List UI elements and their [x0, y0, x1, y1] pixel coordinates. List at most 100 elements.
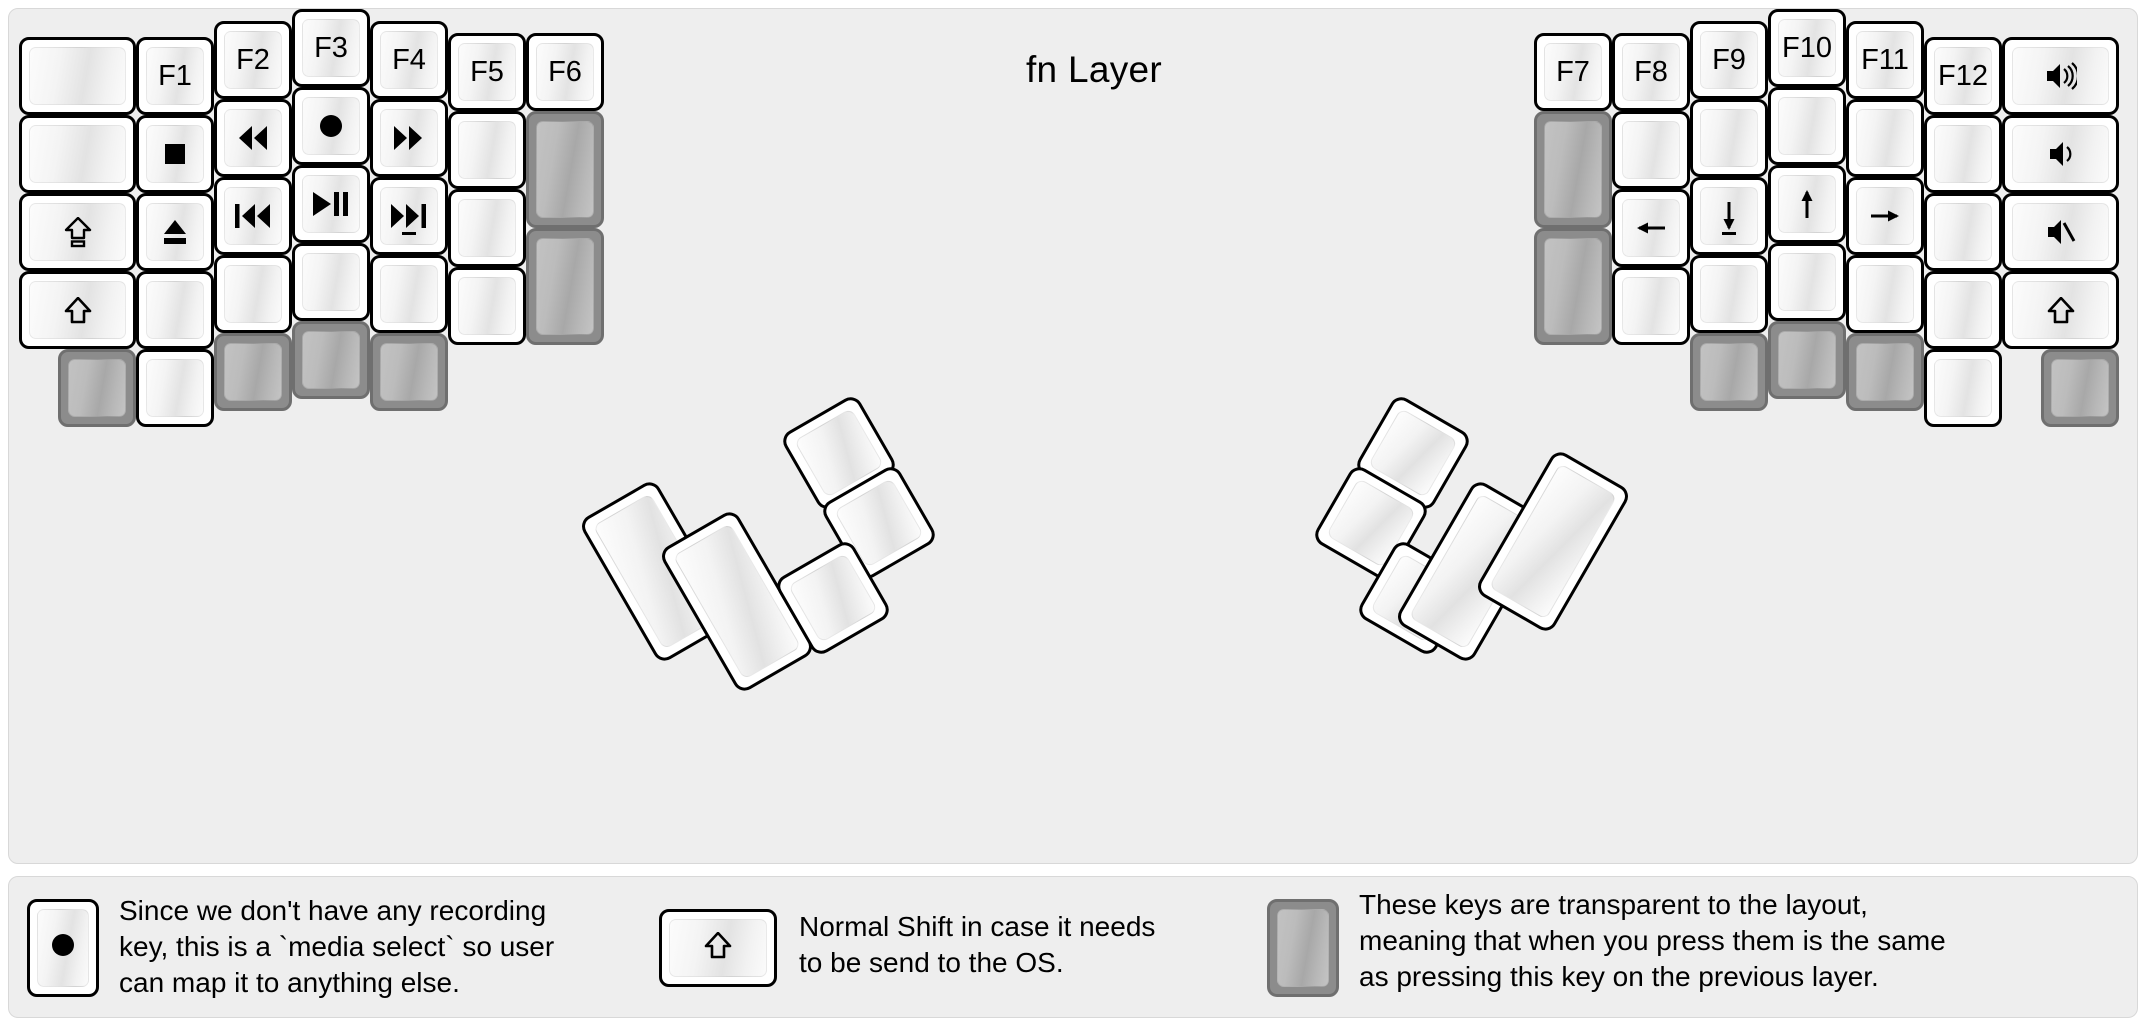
right-key-r2-c6[interactable] — [1924, 115, 2002, 193]
right-key-r4-c7-shift[interactable] — [2002, 271, 2119, 349]
left-key-r2-c1[interactable] — [19, 115, 136, 193]
right-key-r5-c7[interactable] — [2041, 349, 2119, 427]
media-previous-icon — [234, 203, 272, 229]
left-key-r1-c7-f6[interactable]: F6 — [526, 33, 604, 111]
left-key-r5-c5[interactable] — [370, 333, 448, 411]
right-key-r1-c6-f12[interactable]: F12 — [1924, 37, 2002, 115]
left-key-r2-c6[interactable] — [448, 111, 526, 189]
right-key-r2-c2[interactable] — [1612, 111, 1690, 189]
left-key-r3-c1-capslock[interactable] — [19, 193, 136, 271]
left-key-r5-c1[interactable] — [58, 349, 136, 427]
left-key-r1-c2-f1[interactable]: F1 — [136, 37, 214, 115]
right-key-r3-c5-arrow-right[interactable] — [1846, 177, 1924, 255]
right-key-r2-c7-volume-down[interactable] — [2002, 115, 2119, 193]
left-key-r1-c6-f5[interactable]: F5 — [448, 33, 526, 111]
right-key-c1-tall-transparent-1[interactable] — [1534, 111, 1612, 228]
shift-icon — [704, 931, 732, 965]
right-key-r2-c5[interactable] — [1846, 99, 1924, 177]
keycap-label: F7 — [1556, 55, 1590, 88]
keycap-face — [1778, 97, 1836, 155]
keycap-face: F5 — [458, 43, 516, 101]
left-key-r3-c2-media-eject[interactable] — [136, 193, 214, 271]
right-key-r1-c7-volume-up[interactable] — [2002, 37, 2119, 115]
left-key-r5-c2[interactable] — [136, 349, 214, 427]
keycap-label: F2 — [236, 43, 270, 76]
right-key-r5-c6[interactable] — [1924, 349, 2002, 427]
keycap-face — [672, 523, 802, 680]
volume-down-icon — [2048, 139, 2074, 169]
keycap-face — [2012, 47, 2109, 105]
keycap-face — [1488, 463, 1618, 620]
right-key-r1-c1-f7[interactable]: F7 — [1534, 33, 1612, 111]
right-key-r4-c3[interactable] — [1690, 255, 1768, 333]
legend-text-1: Since we don't have any recording key, t… — [119, 895, 555, 998]
keycap-face — [1700, 343, 1758, 401]
left-key-c7-tall-transparent-2[interactable] — [526, 228, 604, 345]
keycap-label: F1 — [158, 59, 192, 92]
keycap-label: F9 — [1712, 43, 1746, 76]
left-key-r3-c4-media-playpause[interactable] — [292, 165, 370, 243]
left-key-r5-c3[interactable] — [214, 333, 292, 411]
right-key-r4-c5[interactable] — [1846, 255, 1924, 333]
page-title: fn Layer — [1025, 49, 1163, 90]
left-key-r3-c5-media-next[interactable] — [370, 177, 448, 255]
capslock-icon — [64, 216, 92, 248]
right-key-r1-c5-f11[interactable]: F11 — [1846, 21, 1924, 99]
home-row-marker — [1722, 232, 1736, 235]
media-record-icon — [318, 113, 344, 139]
left-key-r3-c6[interactable] — [448, 189, 526, 267]
arrow-down-icon — [1716, 200, 1742, 232]
left-key-r2-c5-media-fastforward[interactable] — [370, 99, 448, 177]
keycap-face — [146, 359, 204, 417]
right-key-r5-c3[interactable] — [1690, 333, 1768, 411]
right-key-r4-c2[interactable] — [1612, 267, 1690, 345]
right-key-r4-c4[interactable] — [1768, 243, 1846, 321]
keycap-face — [1622, 121, 1680, 179]
left-key-r4-c6[interactable] — [448, 267, 526, 345]
left-key-r3-c3-media-previous[interactable] — [214, 177, 292, 255]
right-key-r1-c4-f10[interactable]: F10 — [1768, 9, 1846, 87]
left-key-r2-c3-media-rewind[interactable] — [214, 99, 292, 177]
keycap-face: F4 — [380, 31, 438, 89]
keycap-face — [380, 343, 438, 401]
left-key-c7-tall-transparent-1[interactable] — [526, 111, 604, 228]
right-key-r3-c6[interactable] — [1924, 193, 2002, 271]
right-key-r1-c3-f9[interactable]: F9 — [1690, 21, 1768, 99]
left-key-r4-c5[interactable] — [370, 255, 448, 333]
keycap-face — [2012, 281, 2109, 339]
left-key-r4-c4[interactable] — [292, 243, 370, 321]
left-key-r4-c3[interactable] — [214, 255, 292, 333]
left-key-r5-c4[interactable] — [292, 321, 370, 399]
right-key-r2-c4[interactable] — [1768, 87, 1846, 165]
right-key-c1-tall-transparent-2[interactable] — [1534, 228, 1612, 345]
left-key-r1-c4-f3[interactable]: F3 — [292, 9, 370, 87]
right-key-r3-c3-arrow-down[interactable] — [1690, 177, 1768, 255]
keycap-face — [68, 359, 126, 417]
left-key-r2-c4-media-record[interactable] — [292, 87, 370, 165]
right-key-r2-c3[interactable] — [1690, 99, 1768, 177]
right-key-r3-c7-volume-mute[interactable] — [2002, 193, 2119, 271]
left-key-r4-c2[interactable] — [136, 271, 214, 349]
keycap-face — [302, 253, 360, 311]
media-fastforward-icon — [392, 125, 426, 151]
right-key-r1-c2-f8[interactable]: F8 — [1612, 33, 1690, 111]
keycap-face — [1934, 125, 1992, 183]
left-key-r1-c1[interactable] — [19, 37, 136, 115]
keycap-face — [224, 109, 282, 167]
keycap-face — [1778, 175, 1836, 233]
right-key-r3-c2-arrow-left[interactable] — [1612, 189, 1690, 267]
left-key-r4-c1-shift[interactable] — [19, 271, 136, 349]
right-key-r5-c5[interactable] — [1846, 333, 1924, 411]
legend-key-2 — [659, 909, 777, 987]
keycap-label: F5 — [470, 55, 504, 88]
left-key-r2-c2-media-stop[interactable] — [136, 115, 214, 193]
keycap-face — [1622, 277, 1680, 335]
home-row-marker — [402, 232, 416, 235]
left-key-r1-c3-f2[interactable]: F2 — [214, 21, 292, 99]
right-key-r4-c6[interactable] — [1924, 271, 2002, 349]
keycap-face — [669, 919, 767, 977]
left-key-r1-c5-f4[interactable]: F4 — [370, 21, 448, 99]
keycap-face — [1622, 199, 1680, 257]
right-key-r3-c4-arrow-up[interactable] — [1768, 165, 1846, 243]
right-key-r5-c4[interactable] — [1768, 321, 1846, 399]
